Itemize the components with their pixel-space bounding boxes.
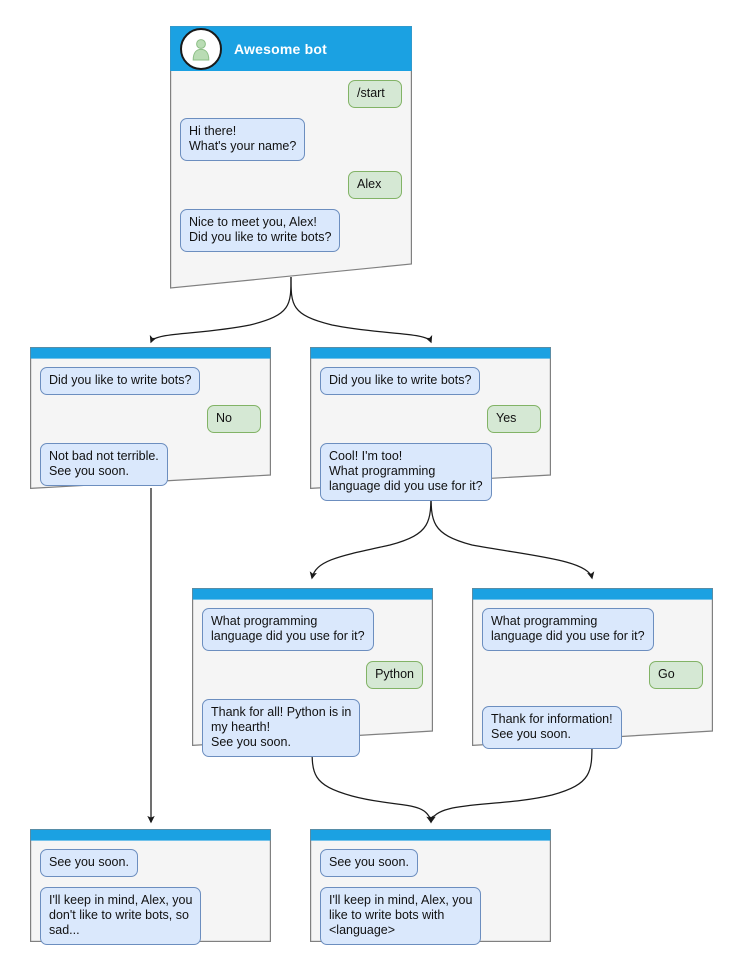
chat-card-answer-yes[interactable]: Did you like to write bots? Yes Cool! I'… <box>310 347 551 501</box>
message-row: Thank for information! See you soon. <box>482 706 703 749</box>
user-message-bubble[interactable]: No <box>207 405 261 433</box>
bot-message-bubble[interactable]: I'll keep in mind, Alex, you don't like … <box>40 887 202 945</box>
card-header-bar <box>192 588 433 599</box>
message-row: Not bad not terrible. See you soon. <box>40 443 261 486</box>
message-list-start: /start Hi there! What's your name? Alex … <box>170 71 412 262</box>
user-message-bubble[interactable]: Python <box>366 661 423 689</box>
user-message-bubble[interactable]: Alex <box>348 171 402 199</box>
user-message-bubble[interactable]: Go <box>649 661 703 689</box>
card-header-bar <box>30 829 271 840</box>
message-row: Nice to meet you, Alex! Did you like to … <box>180 209 402 252</box>
message-row: No <box>40 405 261 433</box>
bot-message-bubble[interactable]: What programming language did you use fo… <box>202 608 374 651</box>
card-header-bar <box>310 829 551 840</box>
message-row: See you soon. <box>320 849 541 877</box>
message-row: Did you like to write bots? <box>320 367 541 395</box>
card-header-bar <box>30 347 271 358</box>
user-message-bubble[interactable]: Yes <box>487 405 541 433</box>
message-list-answer-yes: Did you like to write bots? Yes Cool! I'… <box>310 358 551 511</box>
bot-message-bubble[interactable]: Not bad not terrible. See you soon. <box>40 443 168 486</box>
message-list-language-python: What programming language did you use fo… <box>192 599 433 767</box>
chat-card-start[interactable]: Awesome bot /start Hi there! What's your… <box>170 26 412 289</box>
message-row: Hi there! What's your name? <box>180 118 402 161</box>
message-row: I'll keep in mind, Alex, you don't like … <box>40 887 261 945</box>
bot-message-bubble[interactable]: Nice to meet you, Alex! Did you like to … <box>180 209 341 252</box>
bot-message-bubble[interactable]: I'll keep in mind, Alex, you like to wri… <box>320 887 482 945</box>
chat-card-language-go[interactable]: What programming language did you use fo… <box>472 588 713 749</box>
message-list-answer-no: Did you like to write bots? No Not bad n… <box>30 358 271 496</box>
chat-card-answer-no[interactable]: Did you like to write bots? No Not bad n… <box>30 347 271 489</box>
message-row: Did you like to write bots? <box>40 367 261 395</box>
bot-name-label: Awesome bot <box>234 40 327 57</box>
bot-message-bubble[interactable]: Did you like to write bots? <box>40 367 201 395</box>
chat-card-language-python[interactable]: What programming language did you use fo… <box>192 588 433 757</box>
user-message-bubble[interactable]: /start <box>348 80 402 108</box>
message-row: I'll keep in mind, Alex, you like to wri… <box>320 887 541 945</box>
bot-message-bubble[interactable]: Thank for information! See you soon. <box>482 706 622 749</box>
message-row: Thank for all! Python is in my hearth! S… <box>202 699 423 757</box>
bot-message-bubble[interactable]: Cool! I'm too! What programming language… <box>320 443 492 501</box>
message-list-end-happy: See you soon. I'll keep in mind, Alex, y… <box>310 840 551 955</box>
bot-message-bubble[interactable]: Did you like to write bots? <box>320 367 481 395</box>
message-row: Yes <box>320 405 541 433</box>
bot-message-bubble[interactable]: See you soon. <box>320 849 418 877</box>
message-row: Cool! I'm too! What programming language… <box>320 443 541 501</box>
message-row: What programming language did you use fo… <box>482 608 703 651</box>
bot-message-bubble[interactable]: Thank for all! Python is in my hearth! S… <box>202 699 361 757</box>
bot-message-bubble[interactable]: See you soon. <box>40 849 138 877</box>
message-row: What programming language did you use fo… <box>202 608 423 651</box>
card-header-start: Awesome bot <box>170 26 412 71</box>
message-row: Python <box>202 661 423 689</box>
chat-card-end-happy[interactable]: See you soon. I'll keep in mind, Alex, y… <box>310 829 551 945</box>
user-avatar-icon <box>180 27 222 70</box>
bot-message-bubble[interactable]: Hi there! What's your name? <box>180 118 306 161</box>
message-row: Alex <box>180 171 402 199</box>
message-row: /start <box>180 80 402 108</box>
card-header-bar <box>472 588 713 599</box>
message-row: See you soon. <box>40 849 261 877</box>
card-header-bar <box>310 347 551 358</box>
bot-message-bubble[interactable]: What programming language did you use fo… <box>482 608 654 651</box>
message-list-language-go: What programming language did you use fo… <box>472 599 713 759</box>
message-row: Go <box>482 661 703 689</box>
chat-card-end-sad[interactable]: See you soon. I'll keep in mind, Alex, y… <box>30 829 271 945</box>
layout-spacer <box>482 699 703 706</box>
message-list-end-sad: See you soon. I'll keep in mind, Alex, y… <box>30 840 271 955</box>
